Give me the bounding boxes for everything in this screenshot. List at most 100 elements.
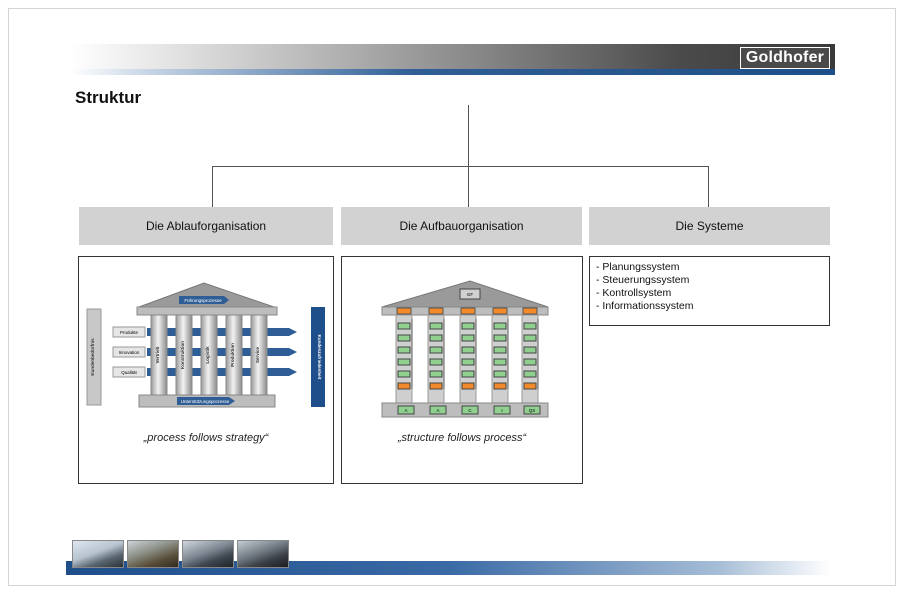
caption-process: „process follows strategy“ <box>143 432 269 444</box>
caption-structure: „structure follows process“ <box>397 432 527 444</box>
base-label: Unterstützungsprozesse <box>181 399 230 404</box>
green-box <box>461 346 475 354</box>
page-title: Struktur <box>75 88 142 107</box>
slide-frame <box>8 8 896 586</box>
pillar-label-1: Vertrieb <box>155 346 160 363</box>
green-box <box>429 322 443 330</box>
green-box <box>461 370 475 378</box>
footer-photo-trailer <box>237 540 289 568</box>
process-temple-diagram: Kundenbedürfnis Kundenzufriedenheit Führ… <box>86 282 325 408</box>
green-box <box>523 346 537 354</box>
green-box <box>397 370 411 378</box>
pillar-label-2: Konstruktion <box>180 341 185 369</box>
gf-box <box>459 288 481 300</box>
base-box-1 <box>397 405 415 415</box>
green-box <box>461 322 475 330</box>
input-label-3: Qualität <box>121 370 137 375</box>
right-side-bar <box>311 307 325 407</box>
header-label: Die Systeme <box>675 219 744 233</box>
flow-arrow-3 <box>147 368 297 376</box>
footer-photo-excavator <box>127 540 179 568</box>
footer-photo-airplane <box>72 540 124 568</box>
base-arrow <box>177 397 235 405</box>
connector-vertical-top <box>468 105 469 167</box>
green-box <box>429 370 443 378</box>
input-box-3 <box>112 366 146 378</box>
connector-right-drop <box>708 166 709 208</box>
base-label-5: QS <box>529 408 536 413</box>
green-box <box>429 358 443 366</box>
green-box <box>493 370 507 378</box>
green-box <box>461 358 475 366</box>
systems-list: - Planungssystem - Steuerungssystem - Ko… <box>590 257 829 317</box>
orange-box <box>493 382 507 390</box>
green-box <box>523 334 537 342</box>
panel-aufbauorganisation: GF <box>341 256 583 484</box>
header-label: Die Ablauforganisation <box>145 219 267 233</box>
green-box <box>397 322 411 330</box>
pillar-label-4: Produktion <box>230 343 235 367</box>
orange-box <box>492 307 508 315</box>
list-item: - Kontrollsystem <box>596 287 672 299</box>
base-label-2: A <box>436 408 439 413</box>
orange-box <box>461 382 475 390</box>
list-item: - Steuerungssystem <box>596 274 690 286</box>
orange-box <box>396 307 412 315</box>
base-box-2 <box>429 405 447 415</box>
pillar-label-3: Logistik <box>205 346 210 364</box>
structure-temple-diagram: GF <box>381 280 549 418</box>
input-box-2 <box>112 346 146 358</box>
connector-middle-drop <box>468 166 469 208</box>
input-label-2: Innovation <box>119 350 140 355</box>
orange-box <box>428 307 444 315</box>
list-item: - Planungssystem <box>596 261 680 273</box>
input-label-1: Produkte <box>120 330 139 335</box>
green-box <box>397 358 411 366</box>
left-side-label: Kundenbedürfnis <box>90 338 95 376</box>
panel-systeme: - Planungssystem - Steuerungssystem - Ko… <box>589 256 830 326</box>
base-label-4: I <box>501 408 502 413</box>
orange-box <box>429 382 443 390</box>
flow-arrow-1 <box>147 328 297 336</box>
gf-label: GF <box>467 292 474 297</box>
temple-architrave <box>136 306 278 316</box>
connector-left-drop <box>212 166 213 208</box>
green-box <box>523 358 537 366</box>
base-label-1: A <box>404 408 407 413</box>
base-label-3: C <box>468 408 472 413</box>
green-box <box>429 346 443 354</box>
green-box <box>461 334 475 342</box>
header-accent-stripe <box>70 69 835 75</box>
orange-box <box>523 382 537 390</box>
header-ablauforganisation: Die Ablauforganisation <box>79 207 333 245</box>
pillar-label-5: Service <box>255 346 260 363</box>
orange-box <box>460 307 476 315</box>
green-box <box>523 322 537 330</box>
green-box <box>493 334 507 342</box>
header-label: Die Aufbauorganisation <box>399 219 524 233</box>
panel-ablauforganisation: Kundenbedürfnis Kundenzufriedenheit Führ… <box>78 256 334 484</box>
green-box <box>523 370 537 378</box>
flow-arrow-2 <box>147 348 297 356</box>
goldhofer-logo: Goldhofer <box>740 47 830 69</box>
green-box <box>429 334 443 342</box>
green-box <box>493 346 507 354</box>
green-box <box>493 322 507 330</box>
connector-horizontal <box>212 166 709 167</box>
base-box-3 <box>461 405 479 415</box>
green-box <box>493 358 507 366</box>
orange-box <box>397 382 411 390</box>
footer-gradient-bar <box>66 561 831 575</box>
green-box <box>397 346 411 354</box>
green-box <box>397 334 411 342</box>
base-box-5 <box>523 405 541 415</box>
input-box-1 <box>112 326 146 338</box>
base-box-4 <box>493 405 511 415</box>
list-item: - Informationssystem <box>596 300 694 312</box>
roof-arrow <box>179 296 229 304</box>
header-aufbauorganisation: Die Aufbauorganisation <box>341 207 582 245</box>
right-side-label: Kundenzufriedenheit <box>317 335 322 380</box>
footer-photo-trucks <box>182 540 234 568</box>
roof-label: Führungsprozesse <box>184 298 222 303</box>
orange-box <box>522 307 538 315</box>
